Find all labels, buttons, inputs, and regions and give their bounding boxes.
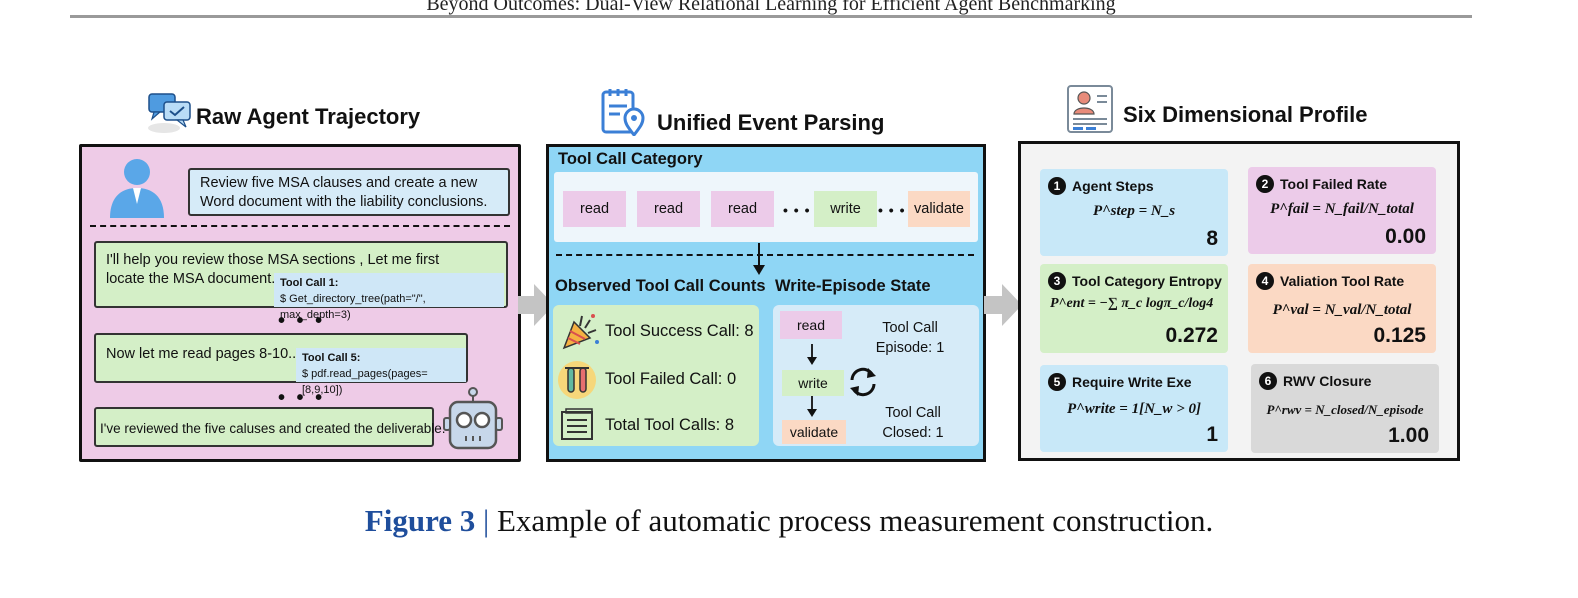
chip-read-2: read [637, 191, 700, 227]
figure-number: Figure 3 [364, 503, 476, 538]
episode-validate: validate [782, 420, 846, 444]
write-episode-title: Write-Episode State [775, 277, 931, 295]
metric-name: Tool Category Entropy [1072, 273, 1222, 289]
tool-call-1-label: Tool Call 1: [280, 277, 339, 289]
metric-number-badge: 3 [1048, 272, 1066, 290]
divider-dashed [90, 225, 510, 227]
down-arrow-icon [753, 243, 765, 275]
metric-formula: P^val = N_val/N_total [1272, 302, 1412, 318]
flow-arrow-2 [984, 284, 1022, 326]
metric-tool-category-entropy: 3 Tool Category Entropy P^ent = −∑ π_c lo… [1040, 264, 1228, 353]
metric-value: 0.125 [1373, 324, 1426, 347]
header-rule [70, 15, 1472, 18]
ellipsis-2: • • • [278, 387, 326, 409]
closed-count-line1: Tool Call [885, 405, 941, 421]
robot-icon [443, 387, 503, 450]
episode-arrow-2 [807, 396, 817, 417]
metric-number-badge: 2 [1256, 175, 1274, 193]
tool-call-5: Tool Call 5: $ pdf.read_pages(pages=[8,9… [296, 348, 466, 396]
profile-card-icon [1067, 85, 1113, 133]
metric-name: RWV Closure [1283, 373, 1372, 389]
agent-final-bubble: I've reviewed the five caluses and creat… [94, 407, 446, 447]
ellipsis-1: • • • [278, 310, 326, 332]
closed-count: Tool Call Closed: 1 [860, 403, 966, 443]
observed-counts-title: Observed Tool Call Counts [555, 277, 766, 295]
turn1-text-line1: I'll help you review those MSA sections … [106, 252, 440, 268]
refresh-cycle-icon [850, 367, 876, 397]
user-request-bubble: Review five MSA clauses and create a new… [188, 168, 510, 216]
user-avatar-icon [110, 159, 164, 218]
list-document-icon [561, 408, 593, 440]
tool-call-category-title: Tool Call Category [558, 150, 703, 168]
caption-text: Example of automatic process measurement… [497, 503, 1214, 538]
metric-name: Tool Failed Rate [1280, 176, 1388, 192]
chip-write: write [814, 191, 877, 227]
metric-number-badge: 6 [1259, 372, 1277, 390]
metric-formula: P^fail = N_fail/N_total [1270, 201, 1414, 217]
metric-value: 8 [1206, 227, 1218, 250]
metric-number-badge: 4 [1256, 272, 1274, 290]
panel-title-raw-trajectory: Raw Agent Trajectory [196, 104, 421, 129]
flow-arrow-1 [518, 284, 554, 326]
metric-tool-failed-rate: 2 Tool Failed Rate P^fail = N_fail/N_tota… [1248, 167, 1436, 254]
metric-value: 0.272 [1165, 324, 1218, 347]
tool-call-5-cmd: $ pdf.read_pages(pages=[8,9,10]) [302, 368, 428, 396]
agent-turn-1: I'll help you review those MSA sections … [94, 241, 508, 321]
metric-name: Valiation Tool Rate [1280, 273, 1405, 289]
chip-ellipsis-1: • • • [783, 202, 811, 218]
metric-number-badge: 5 [1048, 373, 1066, 391]
chip-validate: validate [908, 191, 970, 227]
agent-turn-2: Now let me read pages 8-10... Tool Call … [94, 333, 468, 396]
metric-number-badge: 1 [1048, 177, 1066, 195]
turn2-text: Now let me read pages 8-10... [106, 346, 301, 362]
test-tubes-icon [558, 361, 596, 399]
episode-write: write [782, 370, 844, 396]
chat-bubbles-icon [148, 93, 191, 133]
tool-call-1-cmd: $ Get_directory_tree(path="/", max_depth… [280, 293, 426, 321]
metric-formula: P^rwv = N_closed/N_episode [1266, 402, 1424, 417]
metric-validation-tool-rate: 4 Valiation Tool Rate P^val = N_val/N_tot… [1248, 264, 1436, 353]
episode-read: read [780, 311, 842, 339]
metric-formula: P^step = N_s [1092, 203, 1176, 219]
turn1-text-line2: locate the MSA document. [106, 271, 276, 287]
chip-read-3: read [711, 191, 774, 227]
metric-agent-steps: 1 Agent Steps P^step = N_s 8 [1040, 169, 1228, 256]
episode-count-line1: Tool Call [882, 320, 938, 336]
episode-count: Tool Call Episode: 1 [858, 318, 962, 358]
metric-value: 1.00 [1388, 424, 1429, 447]
panel-title-event-parsing: Unified Event Parsing [657, 110, 885, 135]
party-popper-icon [562, 314, 599, 350]
metric-name: Require Write Exe [1072, 374, 1192, 390]
metric-value: 0.00 [1385, 225, 1426, 248]
chip-read-1: read [563, 191, 626, 227]
episode-count-line2: Episode: 1 [875, 340, 945, 356]
caption-separator: | [483, 503, 490, 538]
tool-failed-count: Tool Failed Call: 0 [605, 370, 737, 388]
clipboard-location-icon [601, 89, 645, 136]
total-tool-calls: Total Tool Calls: 8 [605, 416, 735, 434]
metric-formula: P^ent = −∑ π_c logπ_c/log4 [1050, 296, 1214, 311]
metric-value: 1 [1206, 423, 1218, 446]
panel-title-six-dim: Six Dimensional Profile [1123, 102, 1368, 127]
tool-call-5-label: Tool Call 5: [302, 352, 361, 364]
metric-formula: P^write = 1[N_w > 0] [1067, 401, 1201, 417]
tool-call-1: Tool Call 1: $ Get_directory_tree(path="… [274, 273, 504, 321]
chip-ellipsis-2: • • • [878, 202, 906, 218]
figure-caption: Figure 3 | Example of automatic process … [0, 503, 1578, 539]
episode-arrow-1 [807, 344, 817, 365]
tool-success-count: Tool Success Call: 8 [605, 322, 754, 340]
metric-name: Agent Steps [1072, 178, 1154, 194]
parsing-divider [556, 254, 974, 256]
closed-count-line2: Closed: 1 [882, 425, 944, 441]
running-title: Beyond Outcomes: Dual-View Relational Le… [426, 0, 1116, 15]
